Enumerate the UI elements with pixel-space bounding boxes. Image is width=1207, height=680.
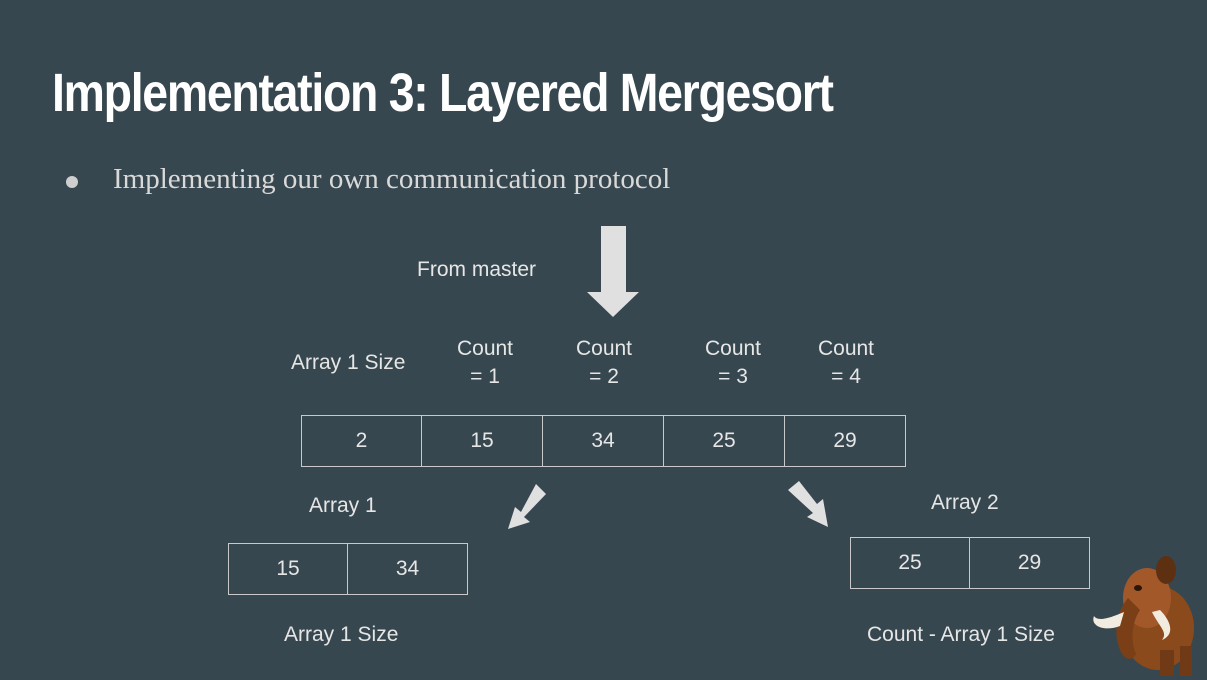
- array2-size-label: Count - Array 1 Size: [867, 623, 1055, 646]
- count-1-header: Count = 1: [444, 335, 526, 391]
- main-array-cell: 2: [301, 415, 422, 467]
- array1: 15 34: [228, 543, 468, 595]
- count-2-header: Count = 2: [563, 335, 645, 391]
- down-left-arrow-icon: [508, 484, 546, 529]
- from-master-label: From master: [417, 258, 537, 281]
- array2-label: Array 2: [931, 491, 999, 514]
- count-2-line2: = 2: [589, 365, 619, 388]
- mammoth-icon: [1093, 556, 1194, 676]
- count-1-line1: Count: [456, 337, 514, 360]
- down-arrow-icon: [587, 226, 639, 317]
- array1-size-label: Array 1 Size: [284, 623, 399, 646]
- count-4-line2: = 4: [831, 365, 861, 388]
- count-3-line1: Count: [704, 337, 762, 360]
- count-3-line2: = 3: [718, 365, 748, 388]
- count-4-header: Count = 4: [805, 335, 887, 391]
- count-4-line1: Count: [817, 337, 875, 360]
- array2-cell: 25: [850, 537, 970, 589]
- bullet-dot: [66, 176, 78, 188]
- main-array-cell: 34: [543, 415, 664, 467]
- main-array: 2 15 34 25 29: [301, 415, 906, 467]
- main-array-cell: 25: [664, 415, 785, 467]
- array1-label: Array 1: [309, 494, 377, 517]
- array1-size-header: Array 1 Size: [291, 351, 406, 374]
- down-right-arrow-icon: [788, 481, 828, 527]
- slide-title: Implementation 3: Layered Mergesort: [52, 63, 834, 123]
- array2: 25 29: [850, 537, 1090, 589]
- array1-cell: 15: [228, 543, 348, 595]
- main-array-cell: 29: [785, 415, 906, 467]
- bullet-text: Implementing our own communication proto…: [113, 163, 671, 195]
- count-3-header: Count = 3: [692, 335, 774, 391]
- main-array-cell: 15: [422, 415, 543, 467]
- array1-cell: 34: [348, 543, 468, 595]
- array2-cell: 29: [970, 537, 1090, 589]
- count-2-line1: Count: [575, 337, 633, 360]
- count-1-line2: = 1: [470, 365, 500, 388]
